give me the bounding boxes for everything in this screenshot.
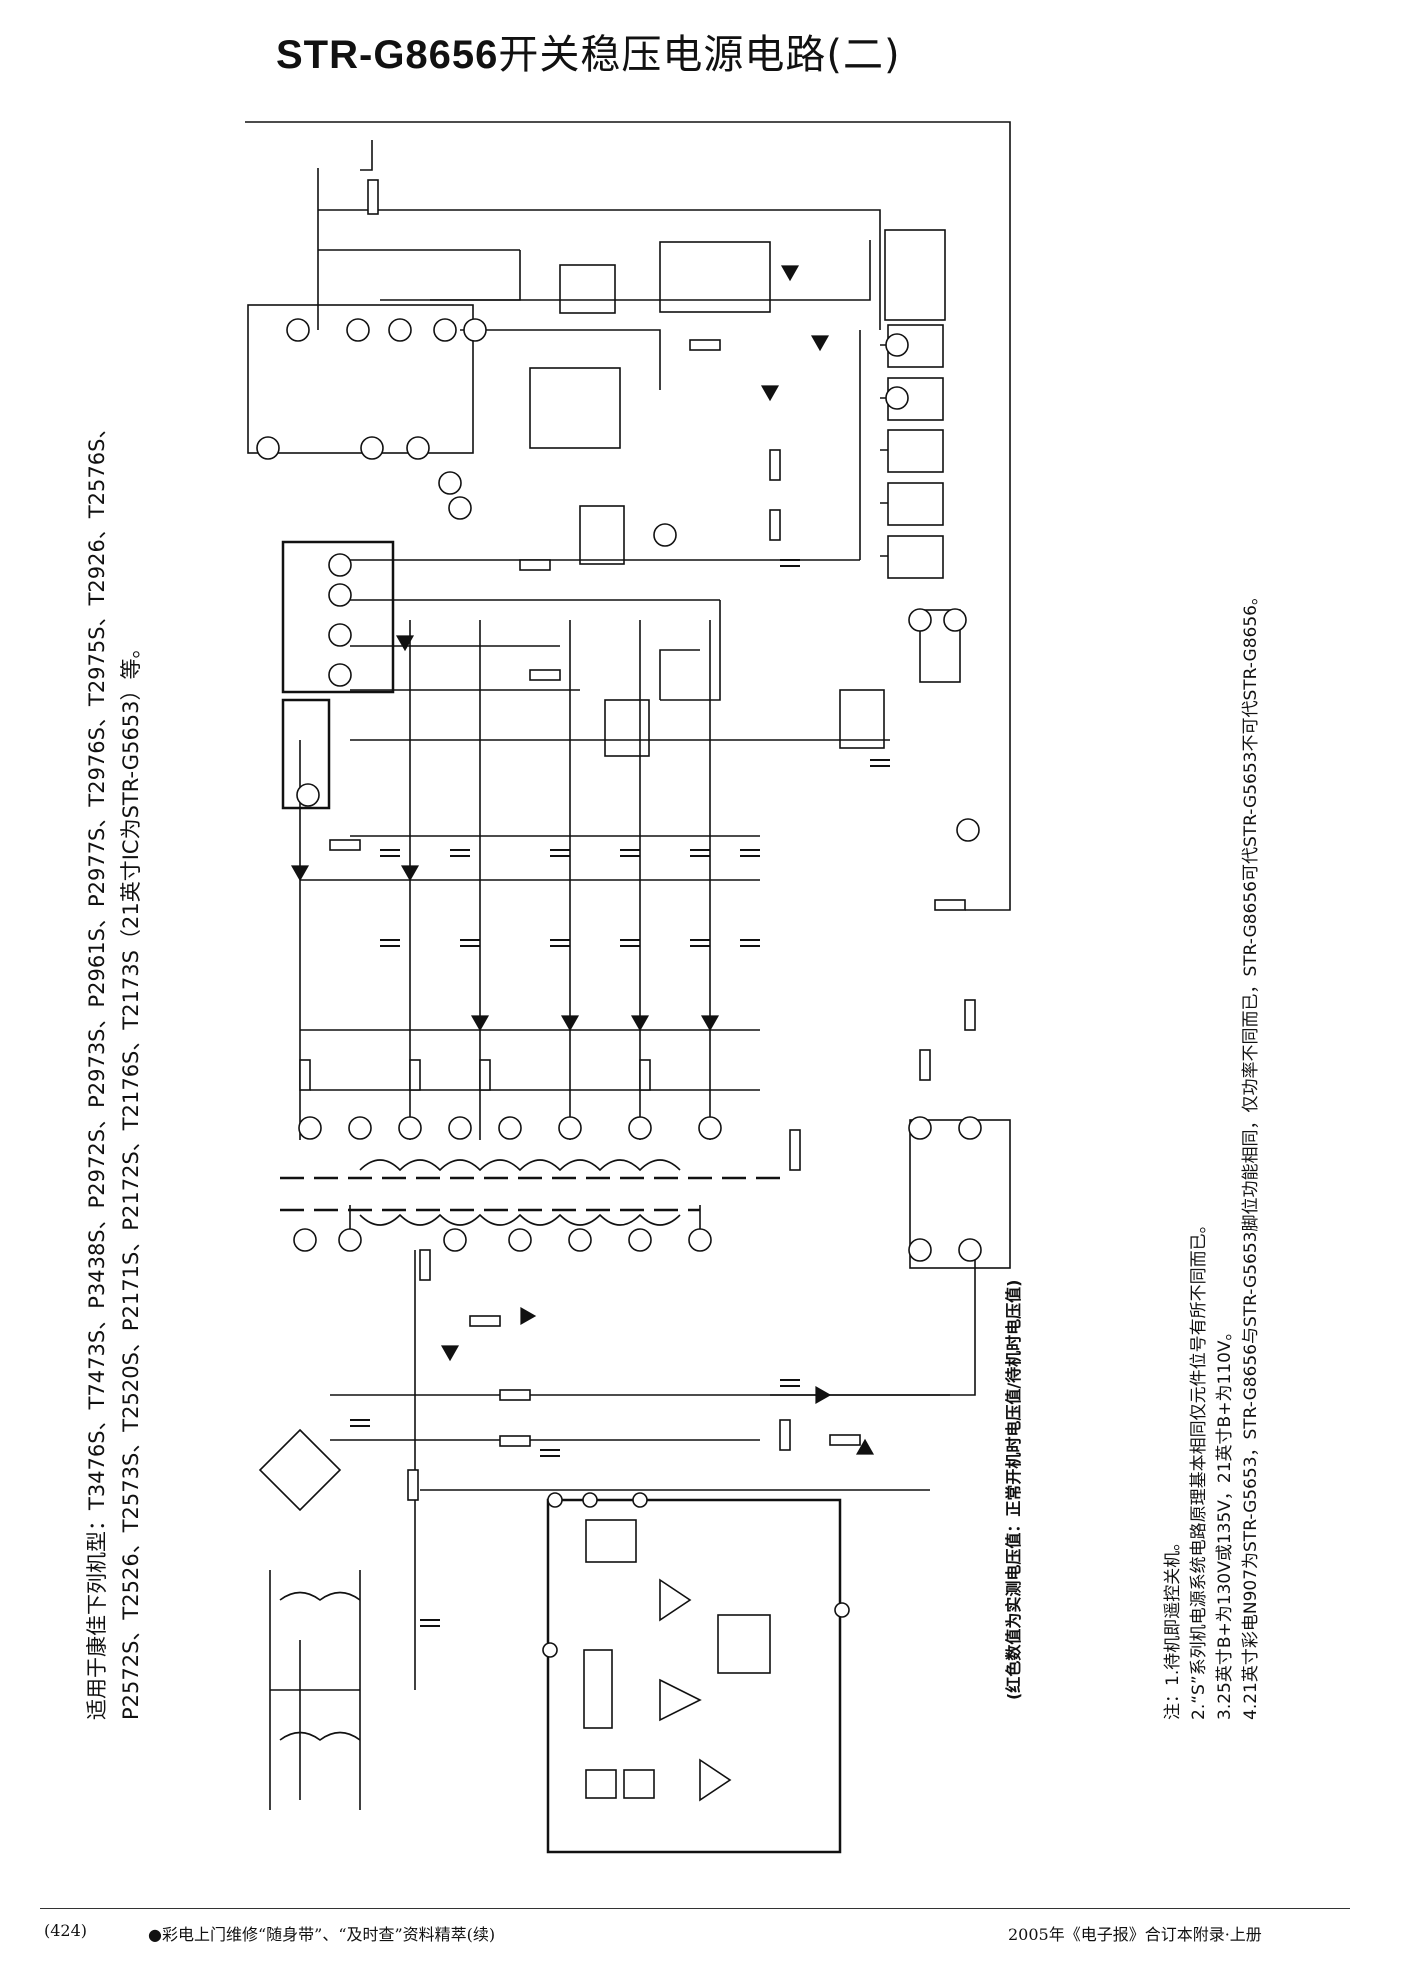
note-1: 注：1.待机即遥控关机。 [1163,1533,1183,1720]
footer-series-title: ●彩电上门维修“随身带”、“及时查”资料精萃(续) [148,1925,496,1944]
note-3: 3.25英寸B+为130V或135V，21英寸B+为110V。 [1215,1323,1235,1720]
footer-page-number: (424) [44,1921,88,1940]
applicable-models-caption: 适用于康佳下列机型：T3476S、T7473S、P3438S、P2972S、P2… [80,418,148,1720]
note-2: 2.“S”系列机电源系统电路原理基本相同仅元件位号有所不同而已。 [1189,1216,1209,1720]
footer-source: 2005年《电子报》合订本附录·上册 [1008,1925,1262,1944]
applicable-models-line-1: 适用于康佳下列机型：T3476S、T7473S、P3438S、P2972S、P2… [85,417,109,1720]
title-model: STR-G8656 [276,33,499,77]
note-4: 4.21英寸彩电N907为STR-G5653，STR-G8656与STR-G56… [1241,588,1261,1720]
page-title: STR-G8656开关稳压电源电路(二) [276,22,901,80]
applicable-models-line-2: P2572S、T2526、T2573S、T2520S、P2171S、P2172S… [119,637,143,1720]
title-text: 开关稳压电源电路(二) [498,32,901,78]
measured-voltage-note: (红色数值为实测电压值：正常开机时电压值/待机时电压值) [1004,1279,1023,1700]
footer-divider [40,1908,1350,1909]
notes-block: 注：1.待机即遥控关机。 2.“S”系列机电源系统电路原理基本相同仅元件位号有所… [1160,588,1264,1720]
